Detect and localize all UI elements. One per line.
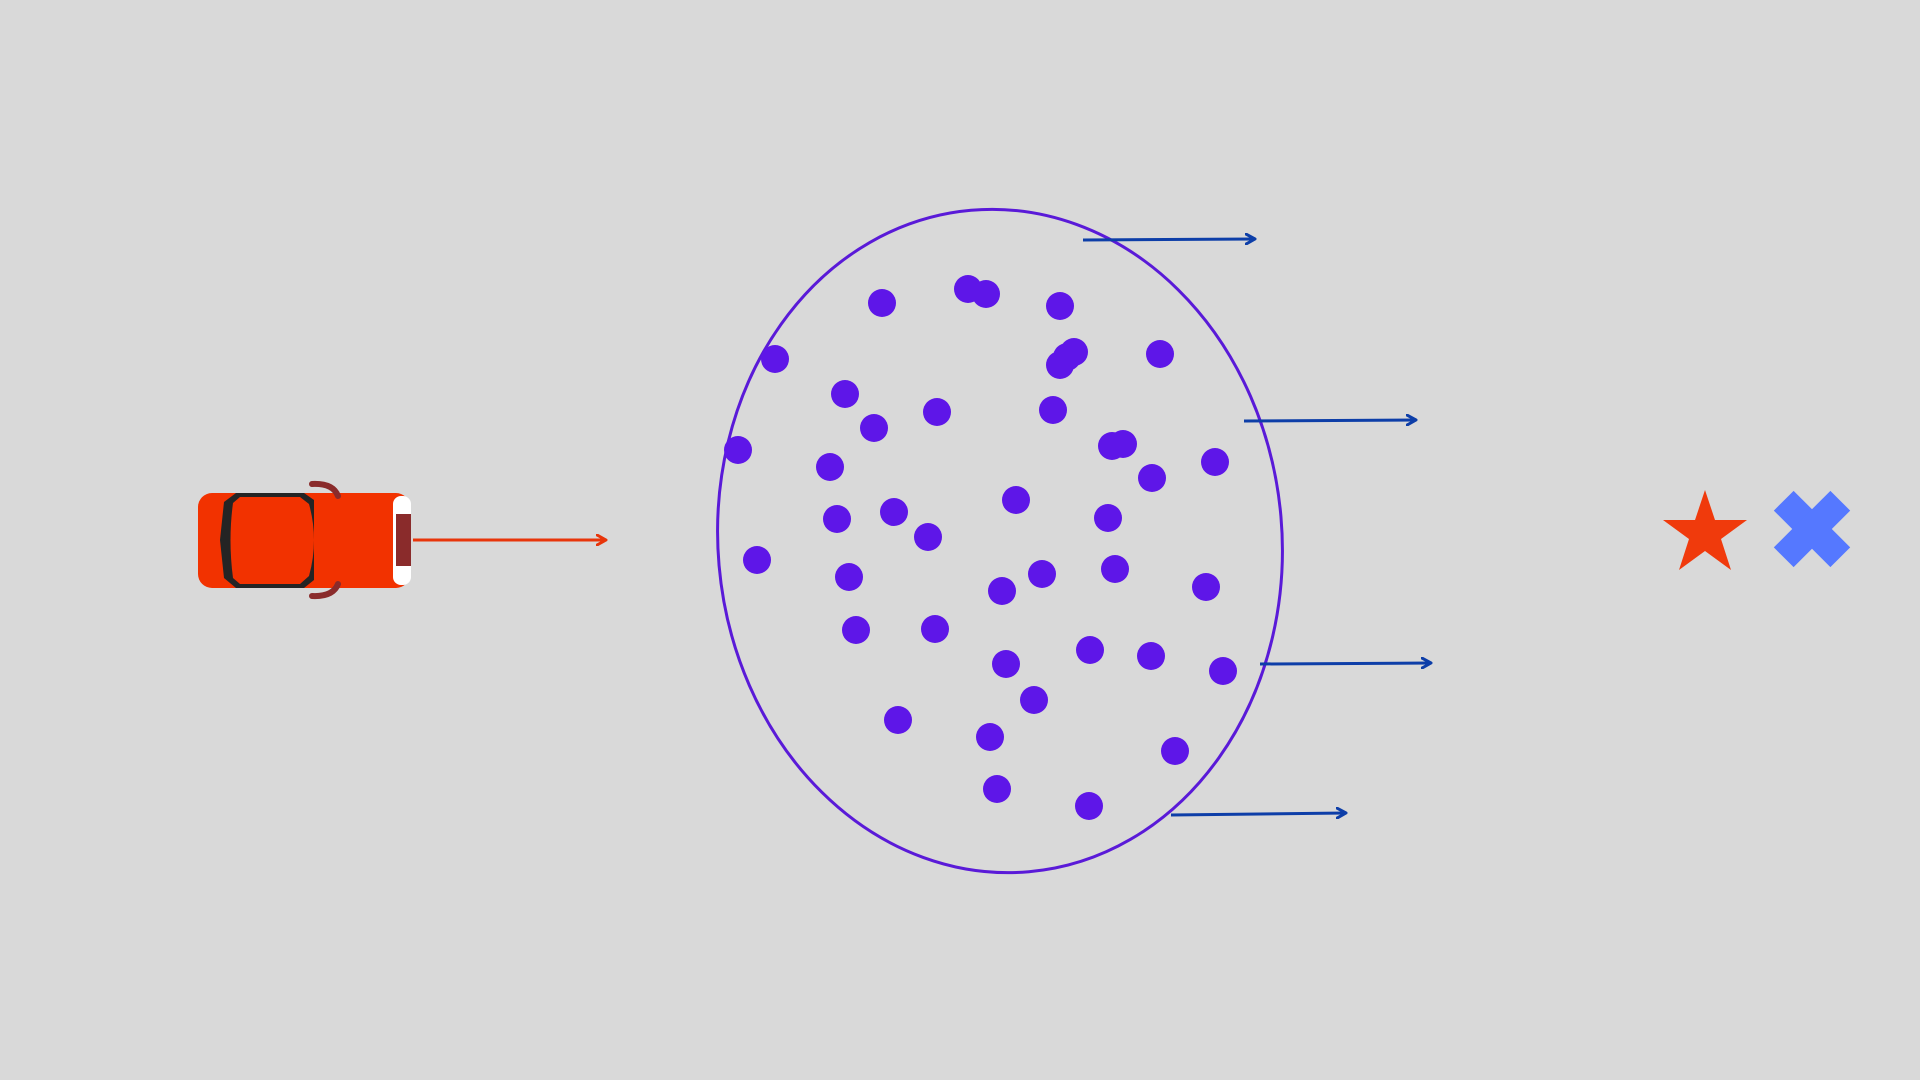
swarm-particle bbox=[988, 577, 1016, 605]
star-icon[interactable] bbox=[1663, 490, 1747, 570]
swarm-particle bbox=[1201, 448, 1229, 476]
swarm-particle bbox=[921, 615, 949, 643]
swarm-motion-arrow bbox=[1170, 813, 1346, 815]
swarm-particle bbox=[1046, 292, 1074, 320]
swarm-particle bbox=[1002, 486, 1030, 514]
swarm-particle bbox=[816, 453, 844, 481]
swarm-particle bbox=[1137, 642, 1165, 670]
car-mirror-bottom bbox=[309, 581, 341, 600]
swarm-particle bbox=[835, 563, 863, 591]
swarm-particle bbox=[831, 380, 859, 408]
swarm-particles bbox=[724, 275, 1237, 820]
swarm-motion-arrow bbox=[1243, 420, 1416, 421]
swarm-boundary bbox=[716, 207, 1284, 875]
swarm-motion-arrows bbox=[1082, 239, 1431, 815]
swarm-particle bbox=[1075, 792, 1103, 820]
swarm-particle bbox=[1039, 396, 1067, 424]
car-mirror-top bbox=[309, 480, 341, 499]
swarm-particle bbox=[1146, 340, 1174, 368]
swarm-particle bbox=[842, 616, 870, 644]
swarm-particle bbox=[976, 723, 1004, 751]
swarm-particle bbox=[1076, 636, 1104, 664]
swarm-particle bbox=[868, 289, 896, 317]
car-roof bbox=[230, 497, 314, 584]
swarm-particle bbox=[923, 398, 951, 426]
swarm-particle bbox=[743, 546, 771, 574]
swarm-motion-arrow bbox=[1259, 663, 1431, 664]
swarm-particle bbox=[983, 775, 1011, 803]
swarm-particle bbox=[1138, 464, 1166, 492]
swarm-particle bbox=[1046, 351, 1074, 379]
swarm-particle bbox=[823, 505, 851, 533]
swarm-particle bbox=[1161, 737, 1189, 765]
swarm-particle bbox=[1098, 432, 1126, 460]
swarm-particle bbox=[761, 345, 789, 373]
swarm-particle bbox=[914, 523, 942, 551]
swarm-particle bbox=[1192, 573, 1220, 601]
swarm-particle bbox=[880, 498, 908, 526]
car-front-bumper bbox=[396, 514, 411, 566]
swarm-particle bbox=[724, 436, 752, 464]
cross-bar-vertical bbox=[1773, 490, 1851, 568]
swarm-particle bbox=[992, 650, 1020, 678]
swarm-particle bbox=[1020, 686, 1048, 714]
car-icon[interactable] bbox=[198, 480, 411, 600]
swarm-particle bbox=[1209, 657, 1237, 685]
swarm-particle bbox=[884, 706, 912, 734]
swarm-motion-arrow bbox=[1082, 239, 1255, 240]
swarm-particle bbox=[1101, 555, 1129, 583]
swarm-particle bbox=[860, 414, 888, 442]
cross-icon[interactable] bbox=[1755, 472, 1868, 585]
swarm-particle bbox=[1028, 560, 1056, 588]
swarm-particle bbox=[1094, 504, 1122, 532]
swarm-particle bbox=[972, 280, 1000, 308]
